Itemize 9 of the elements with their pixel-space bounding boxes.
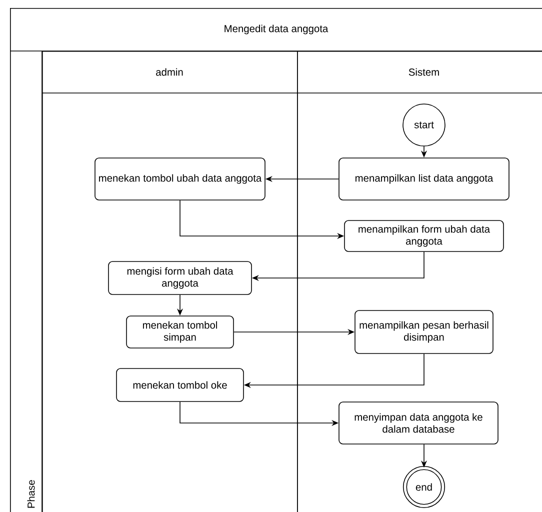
activity-box: menampilkan list data anggota [338,158,510,200]
activity-box: menampilkan pesan berhasil disimpan [354,310,494,354]
activity-box: menyimpan data anggota ke dalam database [338,402,498,444]
activity-box: menekan tombol ubah data anggota [94,158,266,200]
activity-box: mengisi form ubah data anggota [108,261,252,295]
activity-box: menekan tombol oke [116,368,244,402]
activity-box: menampilkan form ubah data anggota [344,220,504,252]
activity-box: menekan tombol simpan [126,316,234,348]
phase-label: Phase [27,480,35,508]
